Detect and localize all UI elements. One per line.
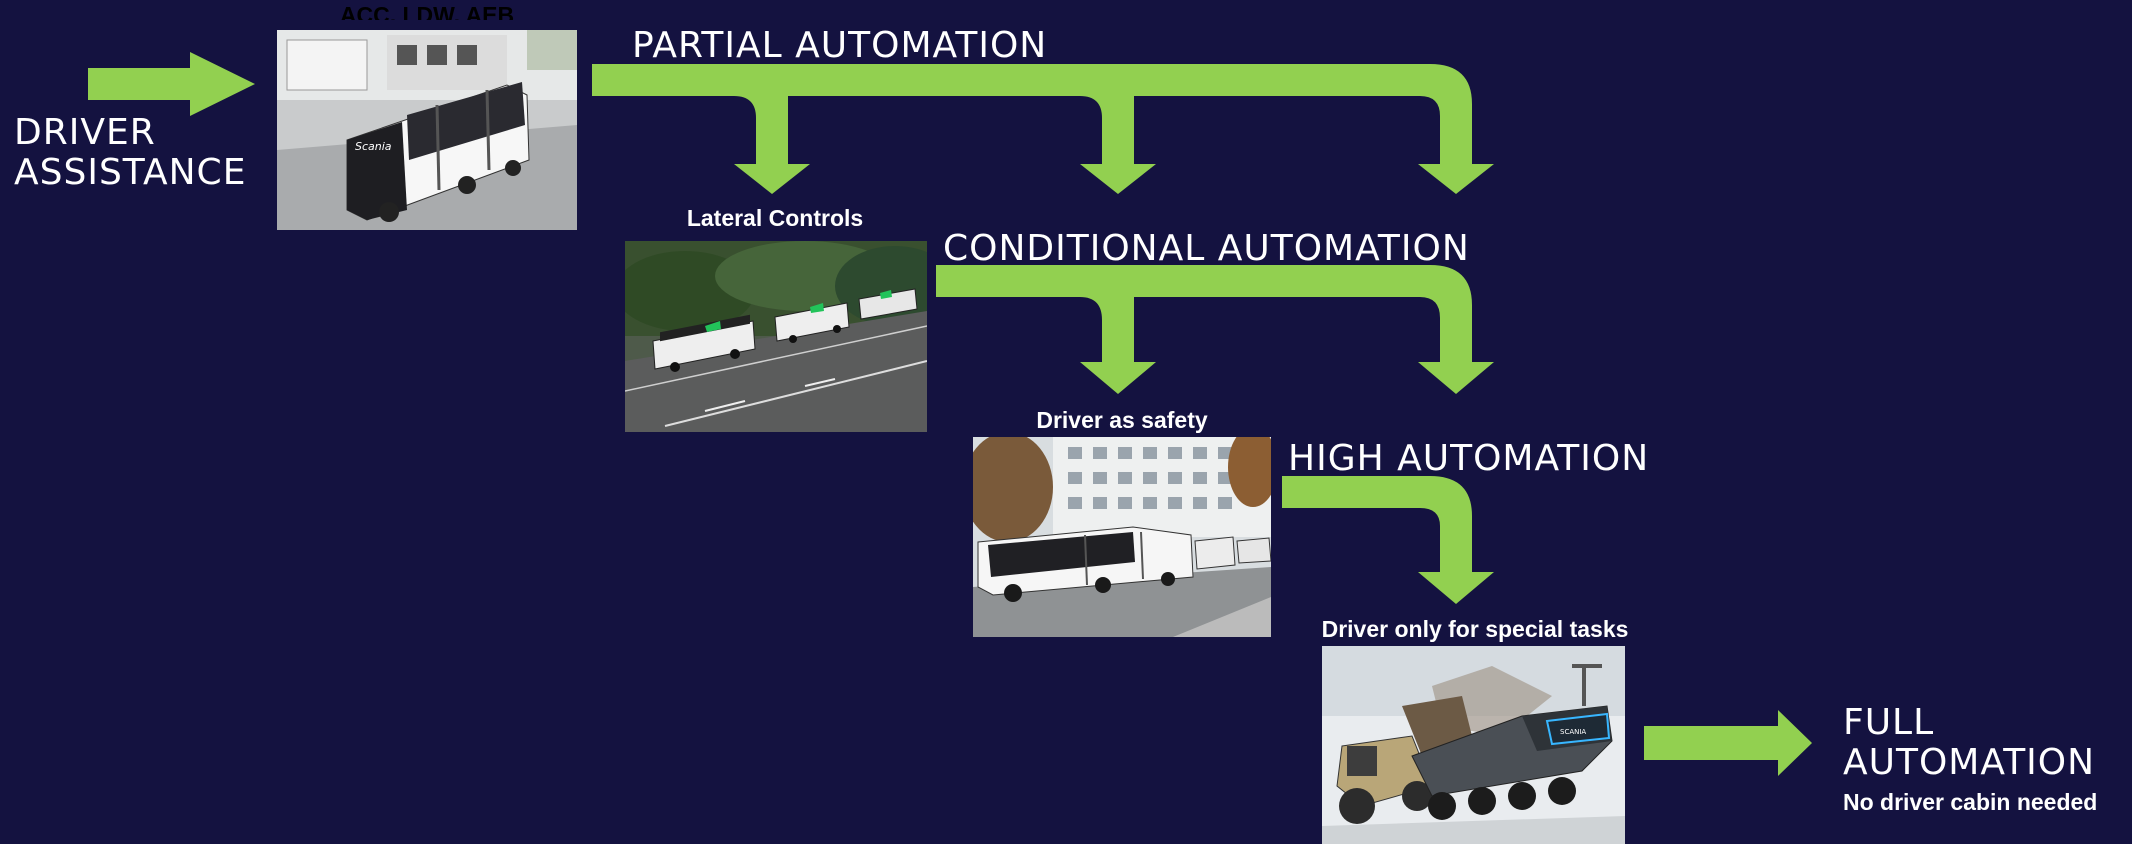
caption-driver-as-safety: Driver as safety bbox=[1036, 407, 1208, 433]
full-automation-line2: AUTOMATION bbox=[1843, 742, 2096, 783]
platoon-photo bbox=[625, 241, 927, 432]
driver-assistance-line2: ASSISTANCE bbox=[14, 152, 247, 193]
bus-photo: Scania bbox=[277, 30, 577, 230]
exit-arrow bbox=[1644, 710, 1812, 776]
high-branch-arrow bbox=[1282, 476, 1494, 604]
full-automation-subtitle: No driver cabin needed bbox=[1843, 789, 2098, 815]
conditional-branch-arrow bbox=[936, 265, 1494, 394]
full-automation-label: FULL AUTOMATION No driver cabin needed bbox=[1843, 703, 2097, 816]
entry-arrow bbox=[88, 52, 255, 116]
driver-assistance-label: DRIVER ASSISTANCE bbox=[14, 113, 246, 193]
conditional-automation-title: CONDITIONAL AUTOMATION bbox=[943, 228, 1470, 269]
caption-lateral-controls: Lateral Controls bbox=[686, 205, 864, 231]
partial-automation-title: PARTIAL AUTOMATION bbox=[632, 25, 1048, 66]
caption-driver-special-tasks: Driver only for special tasks bbox=[1321, 616, 1629, 642]
partial-branch-arrow bbox=[592, 64, 1494, 194]
driver-assistance-line1: DRIVER bbox=[14, 112, 156, 153]
autonomous-mining-vehicle-photo: SCANIA bbox=[1322, 646, 1625, 844]
full-automation-line1: FULL bbox=[1843, 702, 1935, 743]
bus-brand-text: Scania bbox=[355, 140, 392, 153]
high-automation-title: HIGH AUTOMATION bbox=[1288, 438, 1650, 479]
vehicle-brand-text: SCANIA bbox=[1560, 728, 1586, 736]
caption-acc-ldw-aeb: ACC, LDW, AEB bbox=[339, 2, 515, 20]
city-bus-photo bbox=[973, 437, 1271, 637]
